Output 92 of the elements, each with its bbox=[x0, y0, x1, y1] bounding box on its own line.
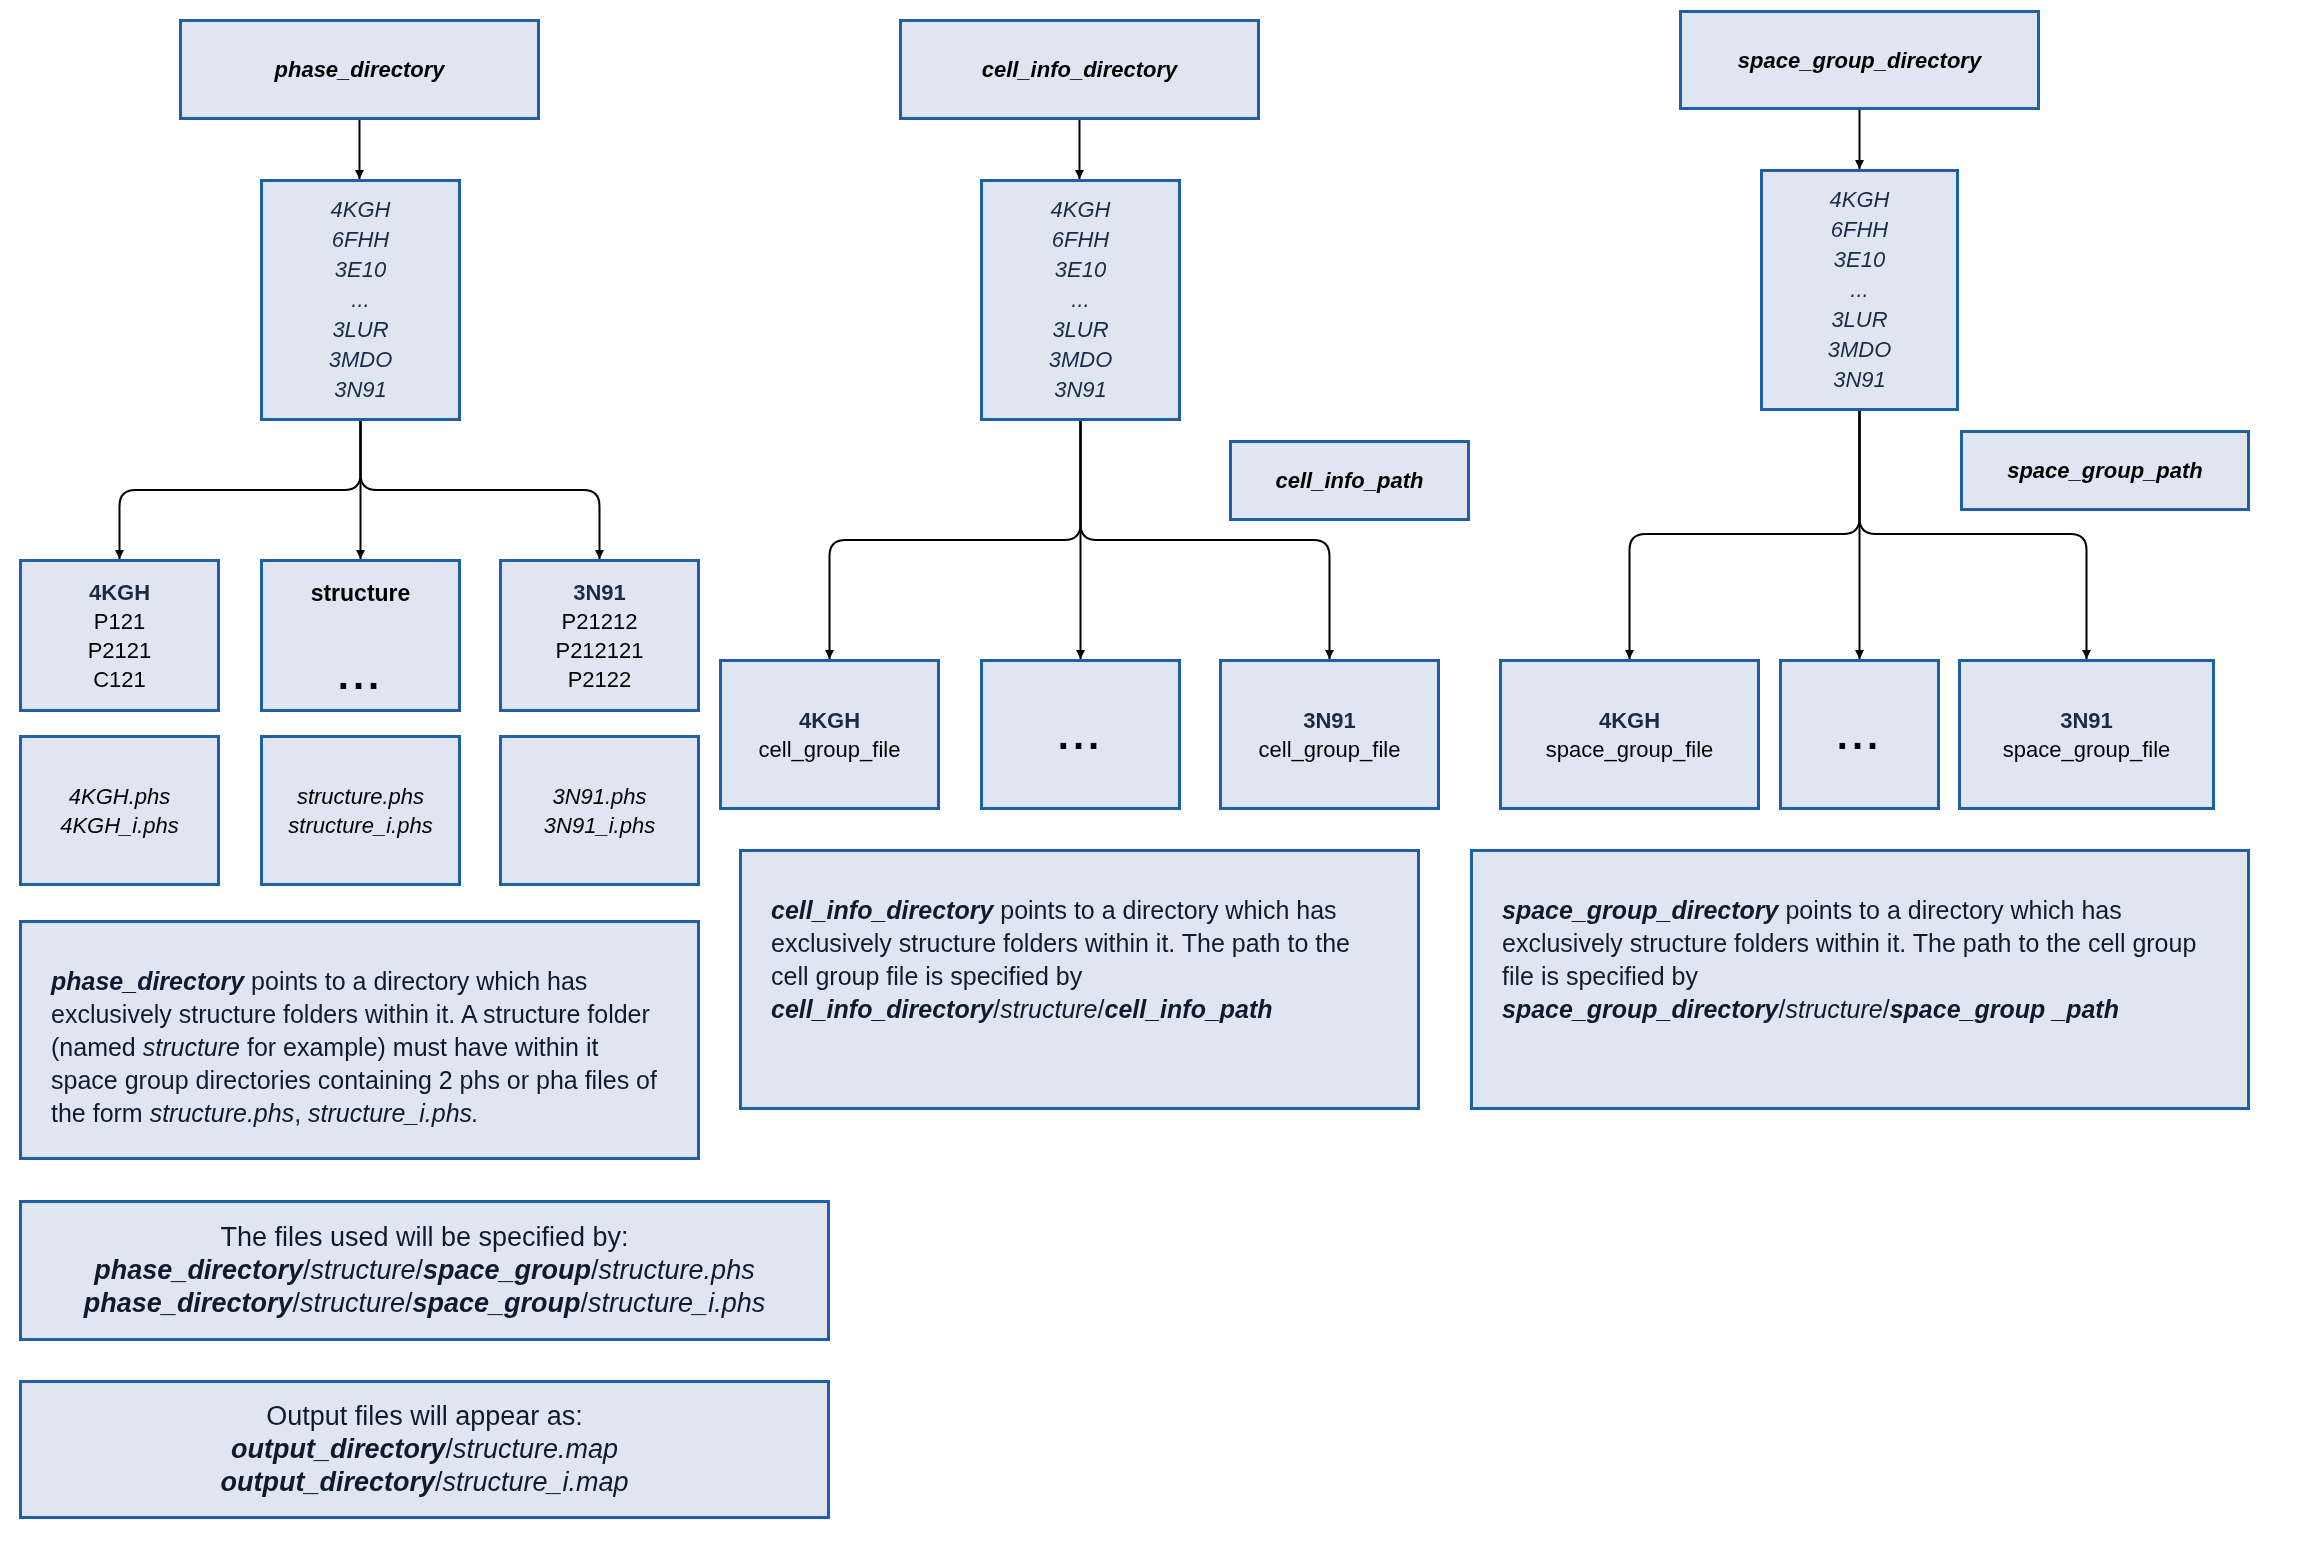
note-text: The files used will be specified by: bbox=[220, 1221, 629, 1254]
folder-name: phase_directory bbox=[274, 56, 445, 84]
structure-id: 6FHH bbox=[1051, 226, 1110, 254]
note-box bbox=[739, 849, 1420, 1110]
arrow bbox=[1855, 109, 1864, 170]
file-name: structure_i.phs bbox=[288, 811, 433, 840]
folder-box bbox=[260, 735, 461, 886]
entry-text: cell_group_file bbox=[1258, 735, 1401, 764]
entry-text: P212121 bbox=[555, 636, 644, 665]
folder-box bbox=[1779, 659, 1940, 810]
structure-id: 3LUR bbox=[332, 316, 389, 344]
entry-text: space_group_file bbox=[1545, 735, 1714, 764]
folder-name: cell_info_path bbox=[1275, 467, 1424, 495]
entry-text: C121 bbox=[93, 665, 146, 694]
folder-box bbox=[980, 179, 1181, 421]
path-text: output_directory/structure_i.map bbox=[220, 1466, 629, 1499]
folder-box bbox=[1958, 659, 2215, 810]
file-name: 3N91.phs bbox=[552, 782, 647, 811]
note-box bbox=[1470, 849, 2250, 1110]
folder-box bbox=[1679, 10, 2040, 110]
entry-text: cell_group_file bbox=[758, 735, 901, 764]
structure-id: 3E10 bbox=[1833, 246, 1886, 274]
folder-name: space_group_path bbox=[2007, 457, 2203, 485]
note-box bbox=[19, 920, 700, 1160]
folder-box bbox=[719, 659, 940, 810]
folder-box bbox=[1760, 169, 1959, 411]
structure-id: 3MDO bbox=[328, 346, 393, 374]
folder-box bbox=[1219, 659, 1440, 810]
folder-box bbox=[1960, 430, 2250, 511]
ellipsis-text: ... bbox=[337, 655, 384, 695]
ellipsis-text: ... bbox=[1836, 714, 1883, 755]
note-box bbox=[19, 1380, 830, 1519]
file-name: 4KGH.phs bbox=[68, 782, 171, 811]
file-name: structure.phs bbox=[296, 782, 425, 811]
entry-text: P121 bbox=[93, 607, 146, 636]
arrow bbox=[359, 420, 604, 560]
entry-text: P21212 bbox=[561, 607, 638, 636]
structure-id: 6FHH bbox=[331, 226, 390, 254]
ellipsis-text: ... bbox=[1057, 714, 1104, 755]
folder-box bbox=[260, 559, 461, 712]
structure-id: ... bbox=[1850, 276, 1869, 304]
arrow bbox=[1858, 410, 2091, 660]
arrow bbox=[1075, 119, 1084, 180]
box-heading: 3N91 bbox=[1303, 706, 1356, 735]
folder-box bbox=[19, 735, 220, 886]
structure-id: 3LUR bbox=[1831, 306, 1888, 334]
path-text: phase_directory/structure/space_group/structure_i.phs bbox=[83, 1287, 766, 1320]
note-text: Output files will appear as: bbox=[266, 1400, 583, 1433]
structure-id: 6FHH bbox=[1830, 216, 1889, 244]
box-heading: 4KGH bbox=[88, 578, 151, 607]
folder-box bbox=[499, 559, 700, 712]
structure-id: 4KGH bbox=[1050, 196, 1111, 224]
box-heading: 4KGH bbox=[1598, 706, 1661, 735]
arrow bbox=[355, 119, 364, 180]
structure-id: 4KGH bbox=[330, 196, 391, 224]
folder-box bbox=[19, 559, 220, 712]
box-heading: 3N91 bbox=[573, 578, 626, 607]
structure-id: 3N91 bbox=[334, 376, 387, 404]
description-text: cell_info_directory points to a directory which has exclusively structure folders within it. The path to the cell group file is specified by cell_info_directory/structure/cell_info_path bbox=[771, 895, 1351, 1025]
folder-name: cell_info_directory bbox=[981, 56, 1178, 84]
structure-id: 3MDO bbox=[1048, 346, 1113, 374]
folder-name: space_group_directory bbox=[1737, 46, 1982, 75]
folder-box bbox=[1229, 440, 1470, 521]
entry-text: space_group_file bbox=[2002, 735, 2171, 764]
folder-box bbox=[980, 659, 1181, 810]
structure-id: 3N91 bbox=[1054, 376, 1107, 404]
structure-id: 3E10 bbox=[334, 256, 387, 284]
path-text: output_directory/structure.map bbox=[230, 1433, 619, 1466]
structure-id: 3LUR bbox=[1052, 316, 1109, 344]
structure-id: ... bbox=[1071, 286, 1090, 314]
box-heading: 3N91 bbox=[2060, 706, 2113, 735]
structure-id: ... bbox=[351, 286, 370, 314]
entry-text: P2121 bbox=[87, 636, 152, 665]
entry-text: P2122 bbox=[567, 665, 632, 694]
description-text: space_group_directory points to a directory which has exclusively structure folders within it. The path to the cell group file is specified by space_group_directory/structure/space_group _path bbox=[1502, 895, 2198, 1025]
structure-id: 4KGH bbox=[1829, 186, 1890, 214]
structure-id: 3E10 bbox=[1054, 256, 1107, 284]
folder-box bbox=[1499, 659, 1760, 810]
folder-box bbox=[179, 19, 540, 120]
description-text: phase_directory points to a directory which has exclusively structure folders within it. A structure folder (named structure for example) must have within it space group directories containing 2 phs or pha files of the form structure.phs, structure_i.phs. bbox=[51, 966, 658, 1129]
arrow bbox=[1079, 420, 1334, 660]
folder-box bbox=[899, 19, 1260, 120]
path-text: phase_directory/structure/space_group/structure.phs bbox=[94, 1254, 755, 1287]
folder-box bbox=[260, 179, 461, 421]
structure-id: 3N91 bbox=[1833, 366, 1886, 394]
box-heading: 4KGH bbox=[798, 706, 861, 735]
box-heading: structure bbox=[310, 579, 411, 608]
file-name: 3N91_i.phs bbox=[543, 811, 656, 840]
folder-box bbox=[499, 735, 700, 886]
structure-id: 3MDO bbox=[1827, 336, 1892, 364]
note-box bbox=[19, 1200, 830, 1341]
file-name: 4KGH_i.phs bbox=[60, 811, 179, 840]
